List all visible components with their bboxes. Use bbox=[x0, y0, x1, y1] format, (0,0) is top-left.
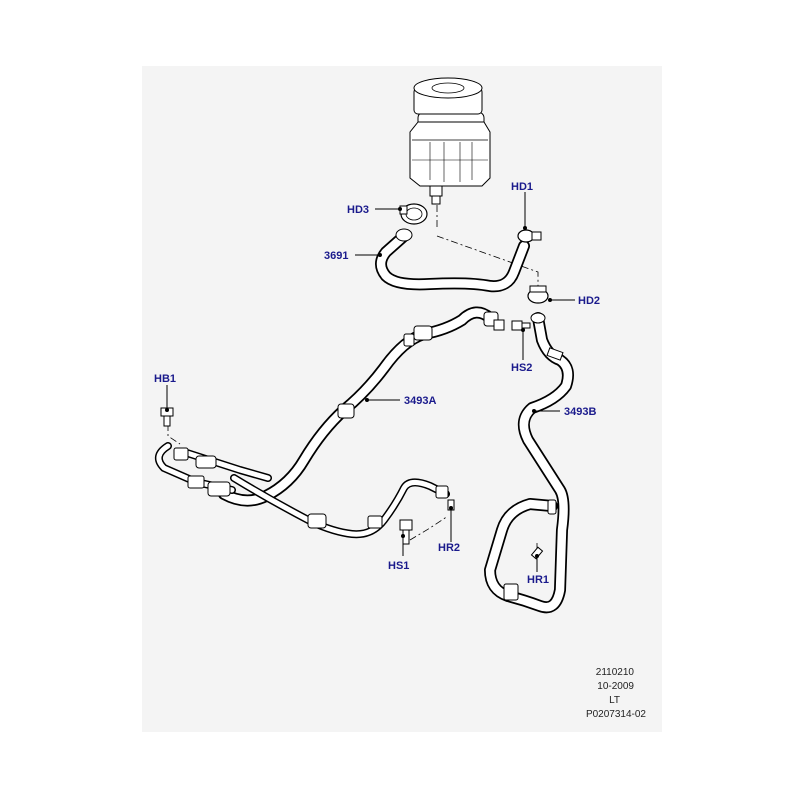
cooler-bracket-assembly[interactable] bbox=[154, 442, 272, 497]
centre-line bbox=[436, 235, 539, 286]
hose-3493a[interactable] bbox=[218, 306, 505, 507]
drawing-variant: LT bbox=[609, 695, 620, 706]
bolt-hs1[interactable] bbox=[399, 519, 413, 545]
callout-hd2: HD2 bbox=[578, 295, 600, 307]
leader-lines bbox=[165, 192, 575, 572]
callout-3493a: 3493A bbox=[404, 395, 436, 407]
hose-3493b[interactable] bbox=[484, 312, 574, 614]
callout-hd1: HD1 bbox=[511, 181, 533, 193]
centre-line bbox=[409, 515, 449, 541]
callout-hs2: HS2 bbox=[511, 362, 532, 374]
drawing-number: 2110210 bbox=[596, 667, 635, 678]
fixing-hr1[interactable] bbox=[530, 546, 544, 560]
bolt-hs2[interactable] bbox=[511, 320, 531, 331]
drawing-reference: P0207314-02 bbox=[586, 709, 646, 720]
hose-clamp-hd2[interactable] bbox=[527, 285, 549, 304]
diagram-panel bbox=[142, 66, 662, 732]
hose-3691[interactable] bbox=[375, 228, 530, 293]
callout-3493b: 3493B bbox=[564, 406, 596, 418]
fluid-reservoir[interactable] bbox=[409, 77, 491, 205]
callout-3691: 3691 bbox=[324, 250, 348, 262]
hose-clamp-hd3[interactable] bbox=[399, 203, 428, 225]
callout-hb1: HB1 bbox=[154, 373, 176, 385]
hose-clamp-hd1[interactable] bbox=[517, 229, 542, 243]
callout-hd3: HD3 bbox=[347, 204, 369, 216]
pipe-cooler-line[interactable] bbox=[230, 474, 450, 539]
callout-hr1: HR1 bbox=[527, 574, 549, 586]
callout-hr2: HR2 bbox=[438, 542, 460, 554]
drawing-date: 10-2009 bbox=[597, 681, 634, 692]
callout-hs1: HS1 bbox=[388, 560, 409, 572]
centre-line bbox=[167, 424, 181, 445]
